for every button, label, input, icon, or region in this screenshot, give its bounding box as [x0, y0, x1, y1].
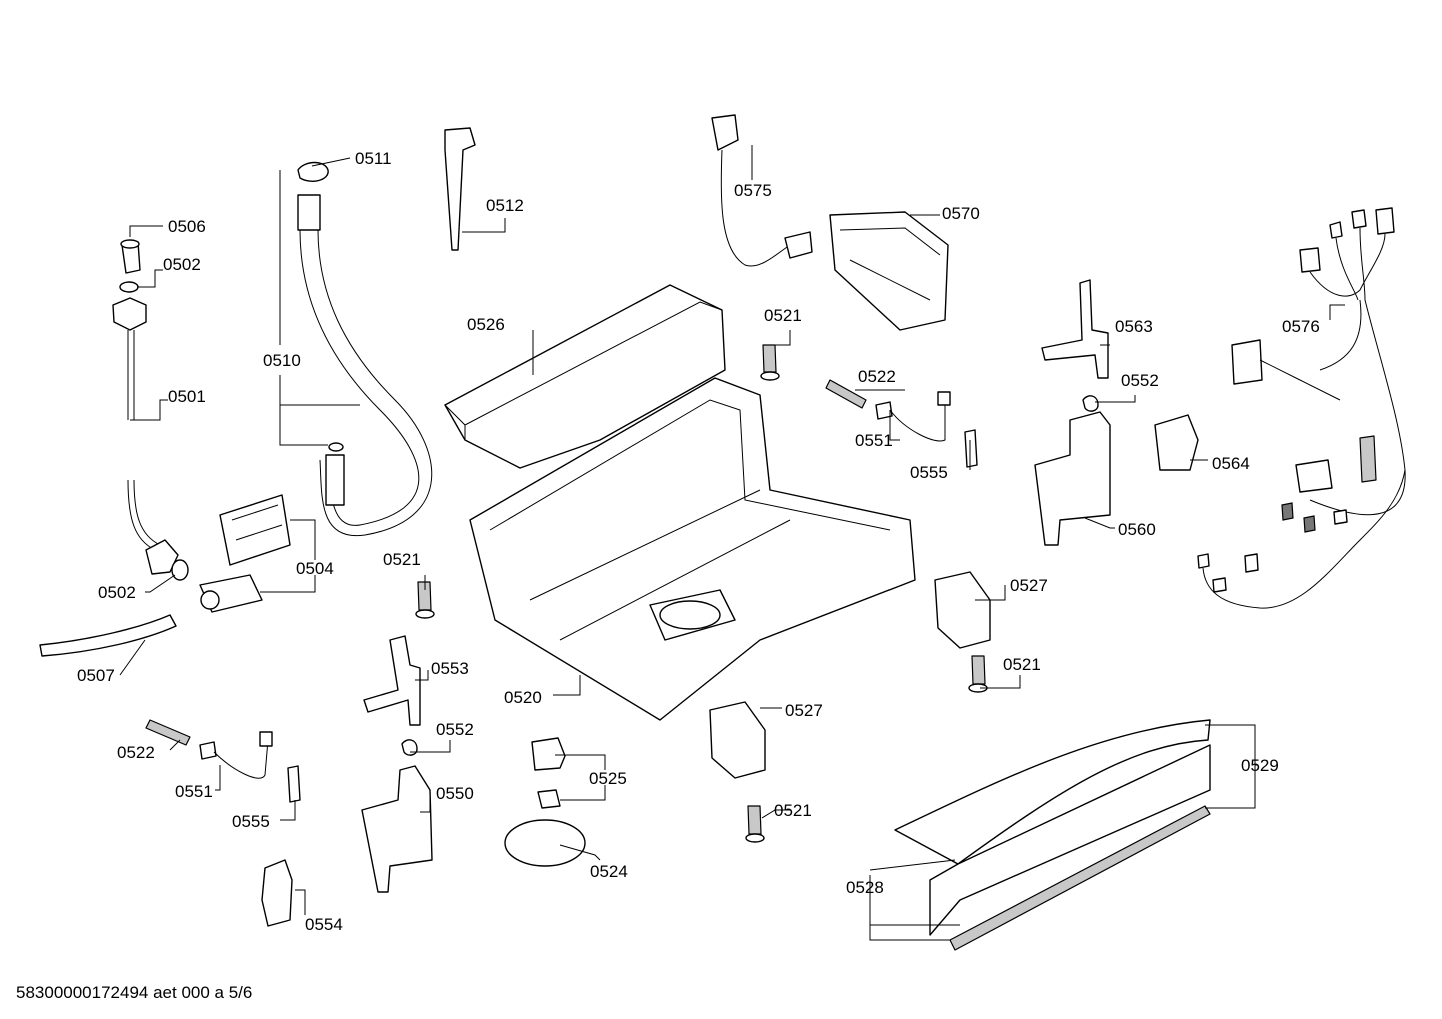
label-0502-bottom: 0502 [98, 583, 136, 602]
label-0527-b: 0527 [785, 701, 823, 720]
label-0510: 0510 [263, 351, 301, 370]
part-0563-hinge [1041, 279, 1109, 379]
part-0522-spring-b [145, 719, 191, 746]
part-0551-sensor-a [875, 391, 951, 442]
part-0552-bushing-b [401, 739, 418, 756]
label-0526: 0526 [467, 315, 505, 334]
label-0550: 0550 [436, 784, 474, 803]
part-labels: 0511 0506 0502 0512 0575 0570 0521 0526 … [77, 149, 1320, 934]
part-0521-foot-b [415, 581, 435, 619]
part-0525-small [537, 789, 561, 809]
part-0551-sensor-b [199, 731, 273, 779]
label-0525: 0525 [589, 769, 627, 788]
part-0521-foot-c [968, 655, 988, 693]
part-0552-bushing-a [1082, 395, 1099, 412]
label-0575: 0575 [734, 181, 772, 200]
label-0512: 0512 [486, 196, 524, 215]
label-0552-a: 0552 [1121, 371, 1159, 390]
label-0555-b: 0555 [232, 812, 270, 831]
part-0553-bracket [363, 635, 421, 726]
label-0522-b: 0522 [117, 743, 155, 762]
label-0570: 0570 [942, 204, 980, 223]
part-0511-clamp [297, 161, 329, 182]
label-0528: 0528 [846, 878, 884, 897]
part-0528-strip [949, 805, 1211, 951]
part-0521-foot-a [760, 344, 780, 381]
part-0555-clip-b [287, 765, 301, 803]
label-0520: 0520 [504, 688, 542, 707]
label-0529: 0529 [1241, 756, 1279, 775]
part-0527-cover-a [934, 571, 991, 649]
part-0529-plinth [894, 719, 1211, 936]
part-0501-inlet-hose [112, 297, 179, 575]
part-0526-cover [444, 284, 726, 469]
part-0570-control-module [829, 211, 949, 331]
part-0560-hinge-plate [1034, 411, 1111, 546]
label-0502-top: 0502 [163, 255, 201, 274]
label-0524: 0524 [590, 862, 628, 881]
part-0504-valve [199, 494, 291, 613]
part-0502-washer-bottom [171, 559, 189, 581]
part-0520-base [469, 377, 916, 721]
label-0576: 0576 [1282, 317, 1320, 336]
part-0564-holder [1154, 414, 1199, 471]
part-0510-oring [328, 442, 344, 452]
label-0554: 0554 [305, 915, 343, 934]
part-0524-disc [504, 819, 586, 867]
label-0501: 0501 [168, 387, 206, 406]
label-0527-a: 0527 [1010, 576, 1048, 595]
label-0521-b: 0521 [383, 550, 421, 569]
label-0511: 0511 [355, 149, 392, 168]
part-0522-spring-a [825, 379, 867, 409]
part-0555-clip-a [964, 429, 978, 468]
part-0527-cover-b [709, 701, 766, 779]
part-0506-cap [120, 239, 141, 274]
label-0522-a: 0522 [858, 367, 896, 386]
part-0576-wiring-harness [1197, 207, 1406, 609]
part-0525-block [531, 737, 566, 771]
part-0554-clip [261, 859, 293, 927]
label-0564: 0564 [1212, 454, 1250, 473]
label-0551-b: 0551 [175, 782, 213, 801]
label-0521-a: 0521 [764, 306, 802, 325]
label-0551-a: 0551 [855, 431, 893, 450]
drawing-number-footer: 58300000172494 aet 000 a 5/6 [16, 983, 252, 1002]
label-0504: 0504 [296, 559, 334, 578]
part-0550-hinge-plate [361, 765, 433, 893]
label-0552-b: 0552 [436, 720, 474, 739]
label-0563: 0563 [1115, 317, 1153, 336]
part-0502-washer-top [119, 281, 139, 293]
label-0521-d: 0521 [774, 801, 812, 820]
label-0553: 0553 [431, 659, 469, 678]
label-0506: 0506 [168, 217, 206, 236]
label-0507: 0507 [77, 666, 115, 685]
label-0555-a: 0555 [910, 463, 948, 482]
leader-lines [119, 145, 1345, 941]
label-0521-c: 0521 [1003, 655, 1041, 674]
part-0510-drain-hose [297, 194, 433, 537]
part-0512-bracket [444, 127, 476, 251]
part-0575-power-cord [711, 114, 813, 267]
part-0521-foot-d [745, 805, 765, 843]
part-0507-hose [39, 614, 177, 657]
label-0560: 0560 [1118, 520, 1156, 539]
